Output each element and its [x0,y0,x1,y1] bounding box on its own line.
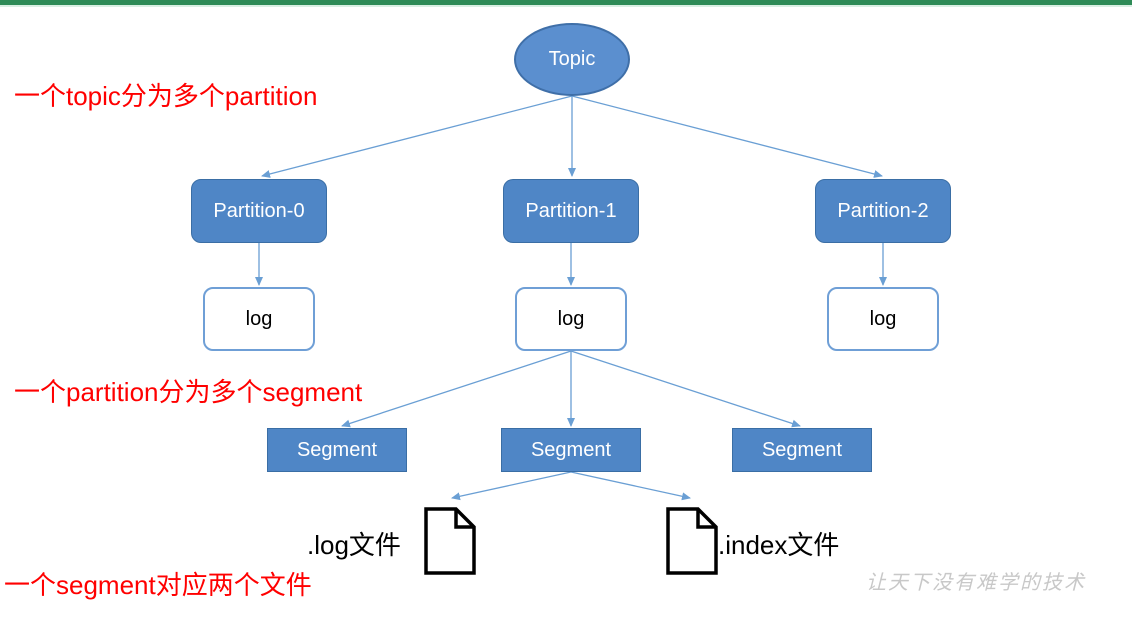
segment-label-2: Segment [761,438,843,461]
segment-node-2: Segment [732,428,872,472]
log-label-2: log [869,307,897,330]
topic-node: Topic [514,23,630,96]
edge-log-segment-0 [341,350,572,428]
partition-label-2: Partition-2 [837,199,929,222]
log-node-1: log [515,287,627,351]
partition-segment-note: 一个partition分为多个segment [14,377,363,407]
log-label-0: log [245,307,273,330]
edge-segment-log-file [451,471,572,501]
segment-label-1: Segment [530,438,612,461]
index-file-label: .index文件 [718,530,840,560]
topic-label: Topic [548,48,596,70]
segment-label-0: Segment [296,438,378,461]
partition-node-1: Partition-1 [503,179,639,243]
partition-label-0: Partition-0 [213,199,305,222]
edge-topic-partition-0 [261,95,573,178]
header-bar-shadow [0,5,1132,7]
header-bar [0,0,1132,5]
log-node-0: log [203,287,315,351]
log-file-label: .log文件 [307,530,401,560]
edge-log-segment-2 [570,350,801,428]
partition-node-2: Partition-2 [815,179,951,243]
index-file-icon [666,507,718,575]
log-file-icon [424,507,476,575]
topic-partition-note: 一个topic分为多个partition [14,81,318,111]
segment-files-note: 一个segment对应两个文件 [4,570,312,600]
partition-label-1: Partition-1 [525,199,617,222]
partition-node-0: Partition-0 [191,179,327,243]
edge-topic-partition-2 [571,95,883,178]
watermark-text: 让天下没有难学的技术 [866,570,1086,594]
segment-node-1: Segment [501,428,641,472]
edge-segment-index-file [570,471,691,501]
segment-node-0: Segment [267,428,407,472]
log-node-2: log [827,287,939,351]
log-label-1: log [557,307,585,330]
